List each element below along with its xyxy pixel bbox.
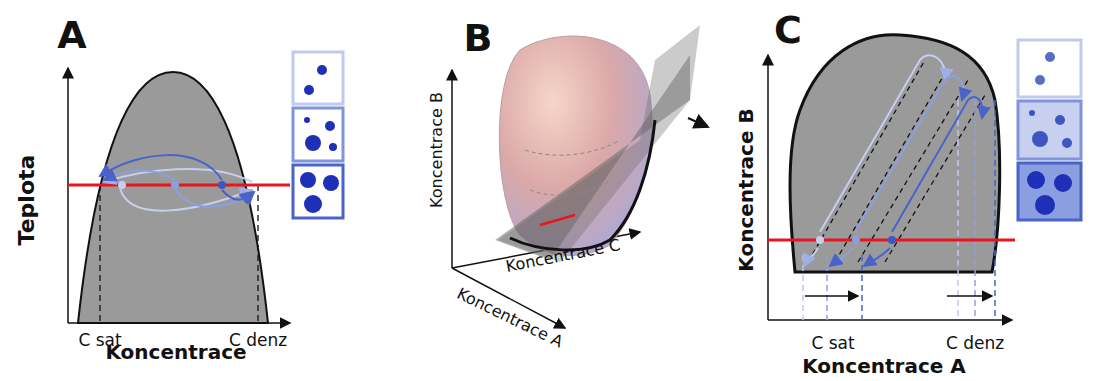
panel-b [452, 25, 708, 328]
axis-tick-label: C denz [946, 335, 1004, 352]
axis-title: Teplota [16, 155, 38, 246]
panel-letter: B [464, 19, 493, 57]
axis-title: Koncentrace A [454, 285, 565, 350]
panel-letter: C [774, 11, 802, 49]
axis-title: Koncentrace B [736, 108, 756, 271]
panel-c [768, 35, 1081, 320]
axis-title: Koncentrace A [802, 356, 966, 376]
axis-tick-label: C denz [229, 332, 287, 349]
axis-tick-label: C sat [811, 335, 854, 352]
axis-title: Koncentrace C [505, 237, 622, 275]
axis-tick-label: C sat [78, 332, 121, 349]
panel-letter: A [57, 16, 86, 54]
panel-a [68, 52, 343, 323]
axis-title: Koncentrace B [429, 92, 445, 208]
axis-title: Koncentrace [105, 342, 246, 362]
